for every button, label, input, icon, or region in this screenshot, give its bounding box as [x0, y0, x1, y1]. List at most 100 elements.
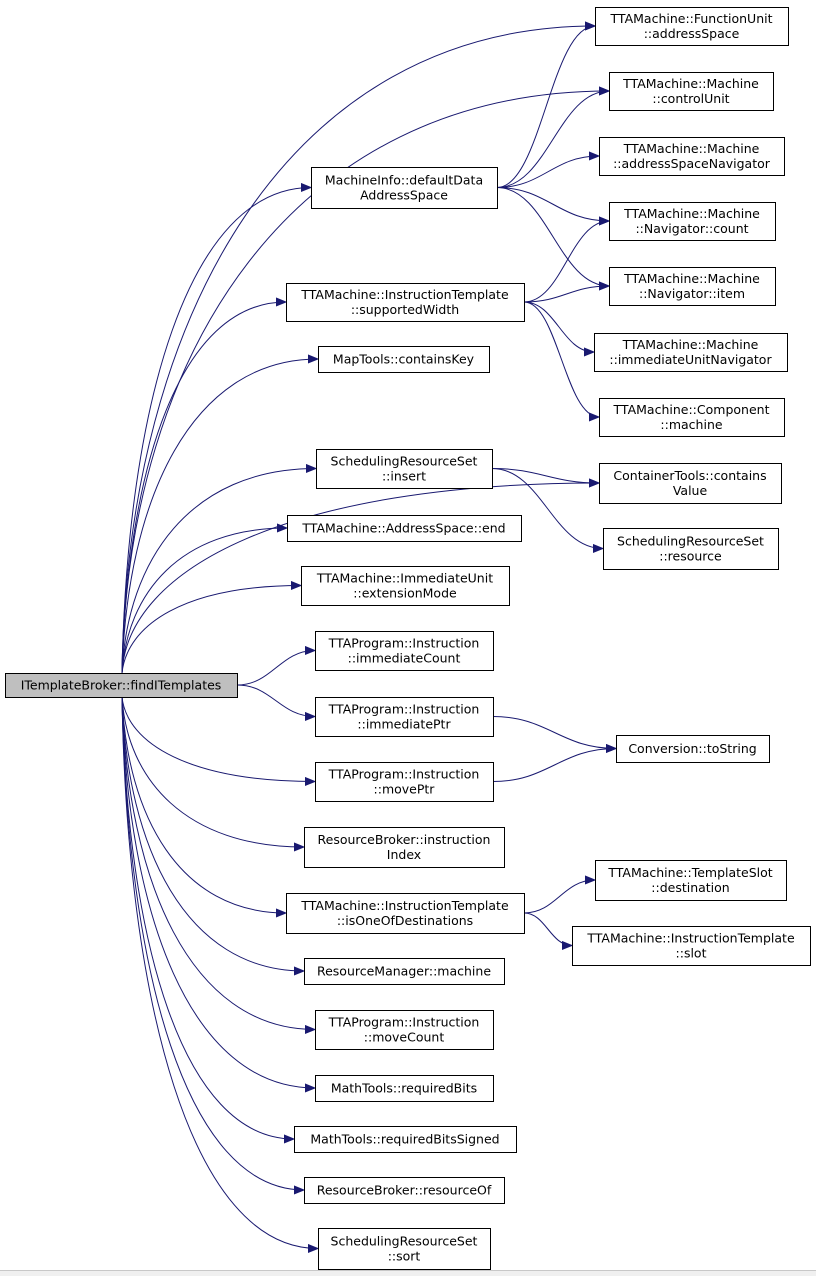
node-label: TTAMachine::FunctionUnit	[610, 11, 773, 26]
node-label: TTAProgram::Instruction	[328, 636, 480, 651]
node-label: SchedulingResourceSet	[331, 454, 478, 469]
edge-mi-das-to-m-cu	[496, 91, 609, 188]
node-box	[294, 1126, 517, 1153]
node-mt-rb[interactable]: MathTools::requiredBits	[315, 1075, 494, 1102]
edge-root-to-pi-mp	[121, 696, 315, 782]
edge-pi-ip-to-conv-ts	[492, 716, 616, 749]
node-it-sw[interactable]: TTAMachine::InstructionTemplate::support…	[286, 283, 525, 322]
edge-it-sw-to-m-iun	[523, 301, 594, 352]
node-box	[595, 7, 789, 46]
node-m-ni[interactable]: TTAMachine::Machine::Navigator::item	[609, 267, 776, 306]
node-label: ContainerTools::contains	[613, 468, 766, 483]
node-label: ::destination	[651, 880, 729, 895]
node-m-cu[interactable]: TTAMachine::Machine::controlUnit	[609, 72, 774, 111]
node-it-iod[interactable]: TTAMachine::InstructionTemplate::isOneOf…	[286, 893, 525, 934]
node-as-end[interactable]: TTAMachine::AddressSpace::end	[287, 515, 522, 542]
node-label: TTAMachine::InstructionTemplate	[586, 931, 795, 946]
node-fu-as[interactable]: TTAMachine::FunctionUnit::addressSpace	[595, 7, 789, 46]
edge-root-to-rm-m	[121, 696, 304, 971]
edge-root-to-mt-ck	[121, 359, 318, 674]
node-mt-rbs[interactable]: MathTools::requiredBitsSigned	[294, 1126, 517, 1153]
node-label: TTAMachine::Machine	[623, 141, 760, 156]
node-srs-ins[interactable]: SchedulingResourceSet::insert	[316, 449, 493, 489]
node-box	[304, 827, 505, 868]
node-box	[599, 463, 782, 504]
node-iu-em[interactable]: TTAMachine::ImmediateUnit::extensionMode	[301, 566, 510, 606]
node-box	[315, 1010, 494, 1050]
node-m-iun[interactable]: TTAMachine::Machine::immediateUnitNaviga…	[594, 333, 788, 372]
node-box	[616, 735, 770, 763]
node-label: TTAMachine::AddressSpace::end	[301, 521, 505, 536]
node-label: TTAMachine::Component	[613, 402, 770, 417]
node-label: ITemplateBroker::findITemplates	[21, 678, 222, 693]
node-label: MathTools::requiredBitsSigned	[310, 1132, 499, 1147]
edge-root-to-rb-ro	[121, 696, 304, 1190]
node-label: ::insert	[382, 469, 426, 484]
node-pi-ip[interactable]: TTAProgram::Instruction::immediatePtr	[315, 697, 494, 737]
node-rb-ro[interactable]: ResourceBroker::resourceOf	[304, 1177, 505, 1204]
edge-root-to-fu-as	[121, 26, 595, 674]
node-mt-ck[interactable]: MapTools::containsKey	[318, 346, 490, 373]
node-label: TTAMachine::Machine	[623, 271, 760, 286]
node-srs-sort[interactable]: SchedulingResourceSet::sort	[318, 1228, 491, 1270]
edge-mi-das-to-m-nc	[496, 187, 609, 222]
edge-root-to-mt-rb	[121, 696, 315, 1088]
node-m-nc[interactable]: TTAMachine::Machine::Navigator::count	[609, 202, 776, 241]
edge-pi-mp-to-conv-ts	[492, 749, 616, 782]
edge-mi-das-to-m-asn	[496, 156, 599, 188]
node-label: TTAMachine::Machine	[622, 337, 759, 352]
edge-it-iod-to-it-slot	[523, 912, 573, 946]
node-label: ResourceManager::machine	[317, 964, 491, 979]
edge-mi-das-to-m-ni	[496, 187, 609, 287]
node-label: TTAMachine::InstructionTemplate	[300, 287, 509, 302]
edge-root-to-as-end	[121, 528, 287, 674]
node-label: MachineInfo::defaultData	[325, 173, 483, 188]
node-box	[316, 449, 493, 489]
node-pi-mp[interactable]: TTAProgram::Instruction::movePtr	[315, 762, 494, 802]
node-ts-dest[interactable]: TTAMachine::TemplateSlot::destination	[595, 860, 787, 901]
node-label: ::machine	[660, 417, 722, 432]
node-label: ::supportedWidth	[351, 302, 459, 317]
node-root[interactable]: ITemplateBroker::findITemplates	[5, 673, 238, 698]
node-label: ResourceBroker::resourceOf	[317, 1183, 492, 1198]
node-it-slot[interactable]: TTAMachine::InstructionTemplate::slot	[572, 926, 811, 966]
node-box	[599, 398, 785, 437]
node-box	[609, 72, 774, 111]
node-box	[5, 673, 238, 698]
node-box	[595, 860, 787, 901]
bottom-scrollbar[interactable]	[0, 1270, 816, 1276]
node-pi-mc[interactable]: TTAProgram::Instruction::moveCount	[315, 1010, 494, 1050]
node-box	[599, 137, 785, 176]
node-box	[286, 893, 525, 934]
node-conv-ts[interactable]: Conversion::toString	[616, 735, 770, 763]
node-m-asn[interactable]: TTAMachine::Machine::addressSpaceNavigat…	[599, 137, 785, 176]
node-box	[301, 566, 510, 606]
node-srs-res[interactable]: SchedulingResourceSet::resource	[603, 528, 779, 570]
edge-it-iod-to-ts-dest	[523, 880, 595, 914]
node-box	[304, 1177, 505, 1204]
node-box	[287, 515, 522, 542]
node-box	[315, 1075, 494, 1102]
node-box	[603, 528, 779, 570]
node-box	[315, 631, 494, 671]
edge-mi-das-to-fu-as	[496, 26, 595, 188]
node-c-m[interactable]: TTAMachine::Component::machine	[599, 398, 785, 437]
node-box	[318, 1228, 491, 1270]
node-rm-m[interactable]: ResourceManager::machine	[304, 958, 505, 985]
node-label: AddressSpace	[360, 188, 448, 203]
edge-root-to-it-iod	[121, 696, 286, 913]
edge-root-to-srs-ins	[121, 469, 316, 674]
node-label: Index	[387, 847, 421, 862]
node-label: ::immediateUnitNavigator	[609, 352, 772, 367]
node-label: ::addressSpace	[644, 26, 740, 41]
node-box	[594, 333, 788, 372]
node-label: TTAMachine::InstructionTemplate	[300, 898, 509, 913]
node-label: TTAMachine::Machine	[622, 76, 759, 91]
node-box	[286, 283, 525, 322]
node-label: SchedulingResourceSet	[617, 534, 764, 549]
node-pi-ic[interactable]: TTAProgram::Instruction::immediateCount	[315, 631, 494, 671]
node-label: ::addressSpaceNavigator	[613, 156, 771, 171]
